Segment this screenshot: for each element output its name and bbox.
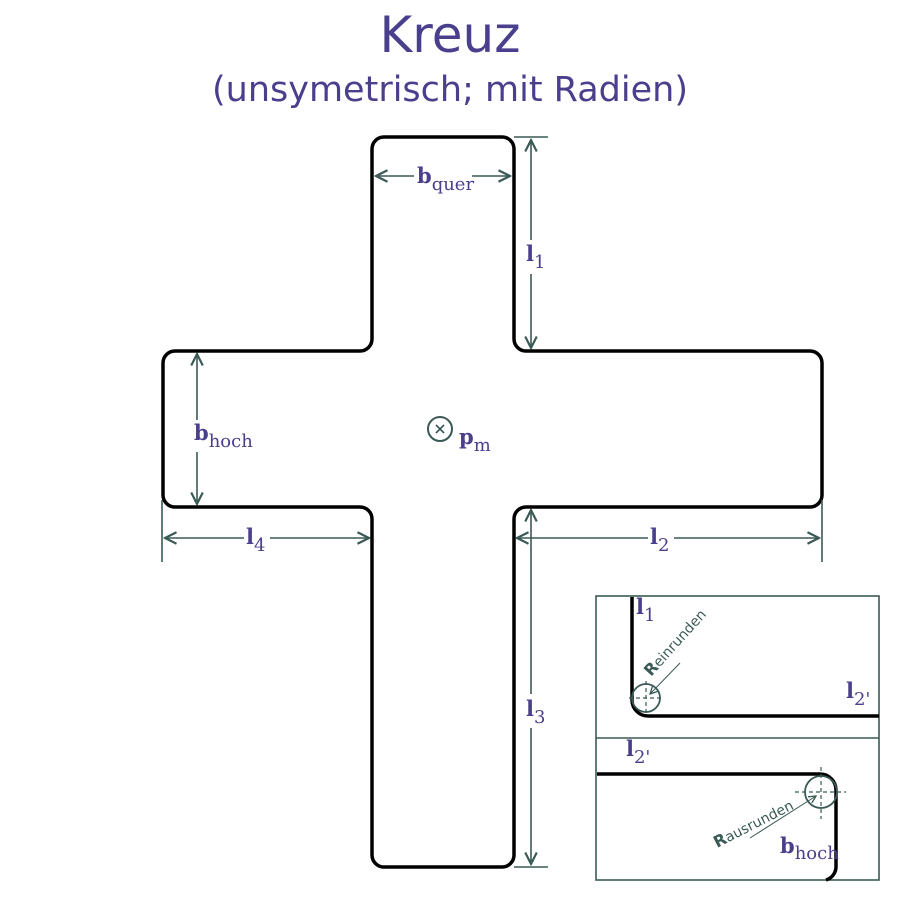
centroid-marker bbox=[427, 416, 453, 442]
l4-label: l4 bbox=[246, 524, 265, 556]
diagram-subtitle: (unsymetrisch; mit Radien) bbox=[212, 70, 688, 110]
inset-l1-label: l1 bbox=[636, 594, 655, 626]
l2-label: l2 bbox=[650, 524, 669, 556]
b-quer-label: bquer bbox=[417, 163, 474, 195]
inset-top-l2-label: l2' bbox=[846, 678, 870, 710]
inset-bottom-l2-label: l2' bbox=[626, 736, 650, 768]
inset-b-hoch-label: bhoch bbox=[780, 833, 839, 864]
cross-outline bbox=[161, 135, 824, 869]
radius-detail-inset: l1 l2' Reinrunden l2' bhoch Rausrunden bbox=[595, 594, 880, 882]
diagram-title: Kreuz bbox=[379, 6, 521, 64]
outer-radius-center-marker bbox=[749, 767, 846, 839]
l1-label: l1 bbox=[526, 241, 545, 273]
l3-label: l3 bbox=[526, 696, 545, 728]
inner-radius-center-marker bbox=[629, 662, 681, 716]
b-hoch-label: bhoch bbox=[194, 420, 253, 452]
pm-label: pm bbox=[459, 424, 491, 456]
